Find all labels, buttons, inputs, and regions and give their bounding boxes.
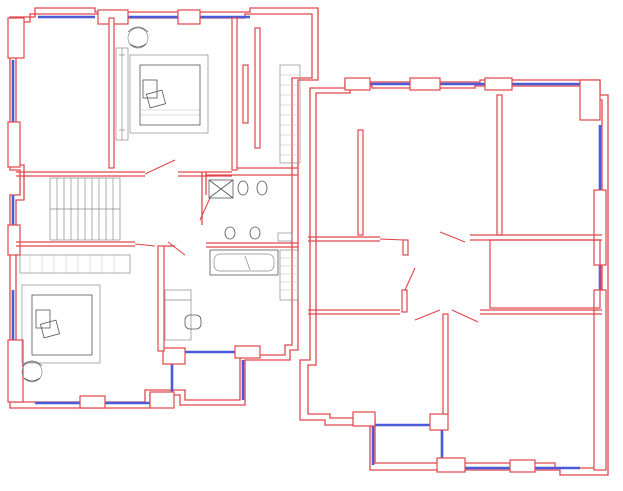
- desk-icon: [164, 289, 192, 341]
- left-wing-windows: [11, 15, 250, 405]
- right-wing-piers: [344, 77, 607, 473]
- plant-icon: [21, 360, 43, 383]
- plant-icon: [127, 26, 149, 49]
- sink-icon: [224, 226, 293, 242]
- shower-icon: [208, 179, 234, 199]
- right-wing-windows: [370, 82, 602, 470]
- wardrobe-icon: [115, 47, 129, 141]
- left-wing-interior: [16, 17, 298, 352]
- right-wing-walls: [299, 79, 609, 476]
- chair-icon: [184, 314, 202, 330]
- right-wing-doors: [379, 231, 479, 323]
- left-wing-piers: [7, 9, 261, 409]
- stair-icon: [49, 177, 121, 241]
- bathtub-icon: [209, 249, 279, 276]
- wardrobe-icon: [19, 254, 131, 274]
- bed-icon: [21, 284, 101, 364]
- right-wing-interior: [308, 94, 602, 415]
- left-wing-doors: [134, 159, 211, 256]
- wardrobe-icon: [279, 249, 299, 301]
- toilet-icon: [237, 180, 268, 196]
- wardrobe-icon: [279, 64, 301, 164]
- bed-icon: [129, 54, 209, 134]
